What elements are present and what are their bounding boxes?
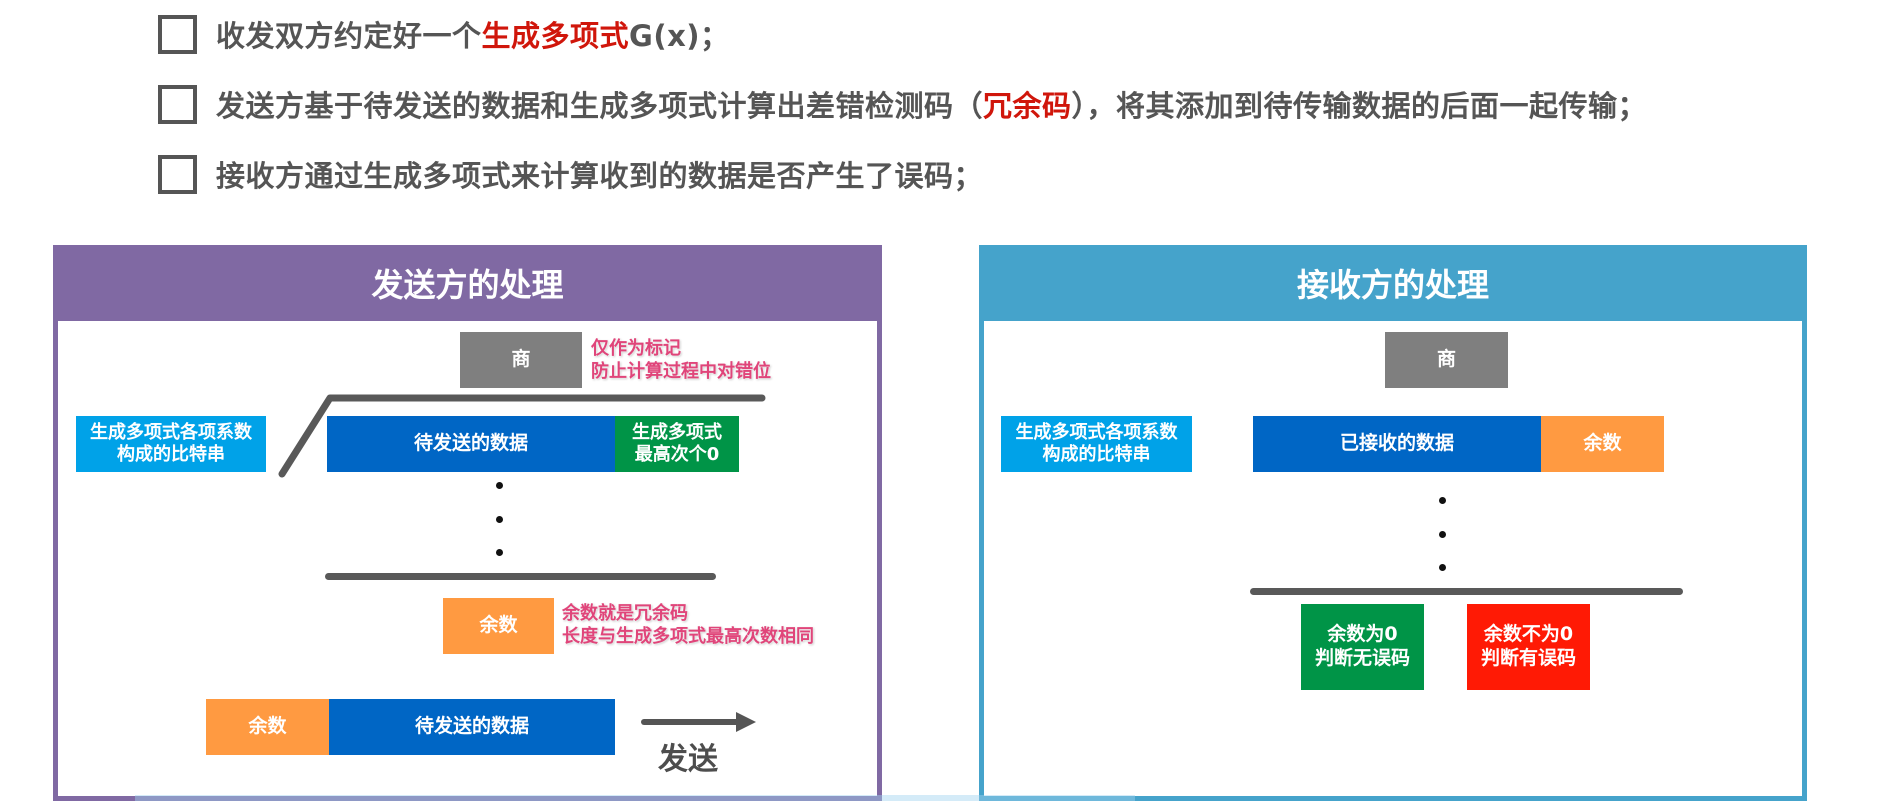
bullet-text: 接收方通过生成多项式来计算收到的数据是否产生了误码； [216, 153, 983, 195]
sender-remainder-note: 余数就是冗余码 长度与生成多项式最高次数相同 [562, 602, 814, 649]
quotient-label: 商 [1436, 348, 1456, 371]
bullet-text-part: 收发双方约定好一个 [216, 19, 482, 53]
sender-quotient-note: 仅作为标记 防止计算过程中对错位 [591, 337, 771, 384]
highlight-term: 冗余码 [983, 89, 1072, 123]
bullet-item-3: 接收方通过生成多项式来计算收到的数据是否产生了误码； [158, 154, 983, 194]
sender-divisor-box: 生成多项式各项系数 构成的比特串 [76, 416, 266, 472]
sender-data-box: 待发送的数据 [327, 416, 615, 472]
bullet-text: 收发双方约定好一个生成多项式G(x)； [216, 13, 730, 55]
note-line: 长度与生成多项式最高次数相同 [562, 626, 814, 648]
data-label: 已接收的数据 [1339, 432, 1454, 455]
note-line: 余数就是冗余码 [562, 603, 688, 624]
ellipsis-dot [1439, 564, 1446, 571]
data-label: 待发送的数据 [414, 715, 529, 738]
frame-remainder-box: 余数 [206, 699, 329, 755]
receiver-panel-title: 接收方的处理 [979, 245, 1807, 321]
ellipsis-dot [496, 482, 503, 489]
decorative-strip [135, 795, 1135, 801]
receiver-data-box: 已接收的数据 [1253, 416, 1541, 472]
receiver-remainder-box: 余数 [1541, 416, 1664, 472]
receiver-result-line [1250, 588, 1683, 595]
bullet-text-part: G(x)； [629, 19, 730, 53]
sender-panel-title: 发送方的处理 [53, 245, 882, 321]
result-error-box: 余数不为0 判断有误码 [1467, 604, 1590, 690]
checkbox-icon [158, 154, 197, 194]
result-no-error-box: 余数为0 判断无误码 [1301, 604, 1424, 690]
checkbox-icon [158, 14, 197, 54]
send-arrow-icon [641, 712, 756, 732]
result-line: 余数为0 [1327, 623, 1398, 646]
remainder-label: 余数 [248, 715, 287, 738]
zeros-line: 生成多项式 [632, 421, 722, 443]
sender-zeros-box: 生成多项式 最高次个0 [615, 416, 739, 472]
send-label: 发送 [658, 742, 718, 777]
bullet-text-part: ），将其添加到待传输数据的后面一起传输； [1071, 89, 1648, 123]
ellipsis-dot [1439, 497, 1446, 504]
receiver-divisor-box: 生成多项式各项系数 构成的比特串 [1001, 416, 1192, 472]
zeros-line: 最高次个0 [634, 444, 720, 465]
divisor-line: 构成的比特串 [1042, 444, 1151, 465]
receiver-panel: 接收方的处理 [979, 245, 1807, 801]
bullet-text-part: 接收方通过生成多项式来计算收到的数据是否产生了误码； [216, 159, 984, 193]
divisor-line: 构成的比特串 [117, 444, 225, 465]
ellipsis-dot [496, 549, 503, 556]
ellipsis-dot [496, 516, 503, 523]
bullet-text: 发送方基于待发送的数据和生成多项式计算出差错检测码（冗余码），将其添加到待传输数… [216, 83, 1647, 125]
divisor-line: 生成多项式各项系数 [90, 421, 252, 443]
checkbox-icon [158, 84, 197, 124]
remainder-label: 余数 [479, 614, 518, 637]
result-line: 余数不为0 [1483, 623, 1574, 646]
frame-data-box: 待发送的数据 [329, 699, 615, 755]
result-line: 判断无误码 [1314, 647, 1410, 669]
bullet-item-2: 发送方基于待发送的数据和生成多项式计算出差错检测码（冗余码），将其添加到待传输数… [158, 84, 1647, 124]
note-line: 防止计算过程中对错位 [591, 361, 771, 383]
remainder-label: 余数 [1583, 432, 1622, 455]
result-line: 判断有误码 [1480, 647, 1576, 669]
bullet-text-part: 发送方基于待发送的数据和生成多项式计算出差错检测码（ [216, 89, 984, 123]
sender-quotient-box: 商 [460, 332, 582, 388]
quotient-label: 商 [511, 348, 531, 371]
receiver-quotient-box: 商 [1385, 332, 1508, 388]
note-line: 仅作为标记 [591, 338, 681, 359]
data-label: 待发送的数据 [413, 432, 528, 455]
ellipsis-dot [1439, 531, 1446, 538]
highlight-term: 生成多项式 [481, 19, 630, 53]
bullet-item-1: 收发双方约定好一个生成多项式G(x)； [158, 14, 730, 54]
sender-result-line [325, 573, 716, 580]
sender-remainder-box: 余数 [443, 598, 554, 654]
divisor-line: 生成多项式各项系数 [1015, 421, 1178, 443]
